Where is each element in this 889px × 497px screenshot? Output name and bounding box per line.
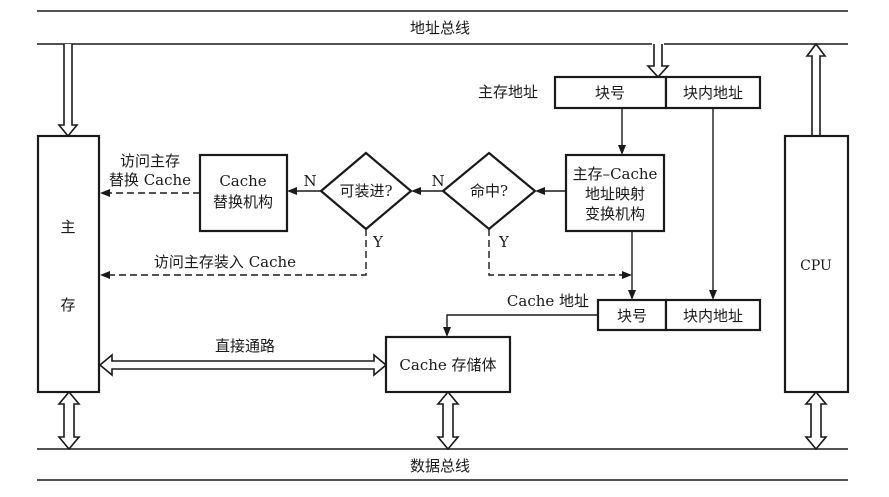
mapping-to-hit-arrowhead (535, 187, 545, 195)
ca-block-number-label: 块号 (617, 307, 647, 325)
mapping-unit-box (564, 153, 666, 233)
mapping-unit-line-3: 变换机构 (585, 205, 645, 223)
loadable-decision-label: 可装进? (339, 182, 392, 200)
mapping-unit-line-2: 地址映射 (585, 185, 645, 203)
cpu-box (783, 134, 850, 394)
cache-storage: Cache 存储体 (384, 335, 512, 394)
loadable-no-label: N (303, 172, 316, 190)
cpu: CPU (783, 134, 850, 394)
loadable-yes-dashed-path (108, 229, 367, 276)
replacement-unit: Cache 替换机构 (198, 153, 289, 233)
cpu-data-bus-arrow (804, 390, 828, 451)
cpu-to-address-bus-arrow (805, 42, 827, 136)
loadable-yes-arrowhead (100, 271, 110, 279)
address-bus-label: 地址总线 (410, 19, 470, 37)
cache-address-label: Cache 地址 (507, 292, 589, 310)
cache-storage-box (384, 335, 512, 394)
cpu-label: CPU (800, 258, 832, 274)
mm-block-number-label: 块号 (595, 84, 625, 102)
cache-storage-label: Cache 存储体 (399, 356, 496, 374)
replacement-unit-line-1: Cache (219, 172, 266, 190)
main-memory-address: 主存地址 块号 块内地址 (478, 75, 762, 110)
direct-path-label: 直接通路 (215, 337, 275, 355)
hit-decision-label: 命中? (470, 182, 508, 200)
replacement-unit-line-2: 替换机构 (213, 193, 273, 211)
mapping-to-cache-block-arrowhead (628, 290, 636, 300)
loadable-no-arrowhead (287, 187, 297, 195)
hit-yes-dashed-path (488, 229, 625, 276)
hit-no-label: N (431, 172, 444, 190)
mapping-unit-line-1: 主存–Cache (573, 165, 658, 183)
cache-data-bus-arrow (436, 390, 460, 451)
address-to-memory-arrow (57, 44, 79, 138)
main-memory-address-label: 主存地址 (478, 83, 538, 101)
loadable-yes-label: Y (372, 233, 384, 251)
main-memory: 主 存 (36, 134, 101, 394)
block-number-to-mapping-arrowhead (618, 145, 626, 155)
replace-to-memory-arrowhead (100, 189, 110, 197)
cache-address-to-storage-line (446, 314, 598, 330)
access-load-label: 访问主存装入 Cache (154, 253, 296, 271)
loadable-decision: 可装进? N Y (303, 151, 413, 251)
mm-block-offset-field (664, 75, 762, 110)
offset-to-cache-offset-arrowhead (709, 290, 717, 300)
ca-block-offset-field (664, 298, 762, 332)
access-replace-label-1: 访问主存 (120, 152, 180, 170)
mm-block-offset-label: 块内地址 (683, 84, 743, 102)
address-bus: 地址总线 (37, 10, 848, 45)
hit-decision: 命中? N Y (431, 151, 537, 251)
hit-yes-label: Y (498, 233, 510, 251)
hit-yes-arrowhead (622, 271, 632, 279)
main-memory-box (36, 134, 101, 394)
data-bus-label: 数据总线 (410, 457, 470, 475)
access-replace-label-2: 替换 Cache (109, 171, 191, 189)
address-to-register-arrow (646, 44, 670, 79)
hit-no-arrowhead (411, 187, 421, 195)
memory-data-bus-arrow (57, 390, 81, 451)
cache-address: Cache 地址 块号 块内地址 (507, 292, 762, 332)
ca-block-offset-label: 块内地址 (683, 307, 743, 325)
mapping-unit: 主存–Cache 地址映射 变换机构 (564, 153, 666, 233)
direct-path-arrow (98, 353, 388, 377)
main-memory-label-bottom: 存 (60, 296, 75, 314)
cache-address-to-storage-arrowhead (443, 327, 451, 337)
main-memory-label-top: 主 (60, 218, 75, 236)
data-bus: 数据总线 (37, 448, 848, 481)
